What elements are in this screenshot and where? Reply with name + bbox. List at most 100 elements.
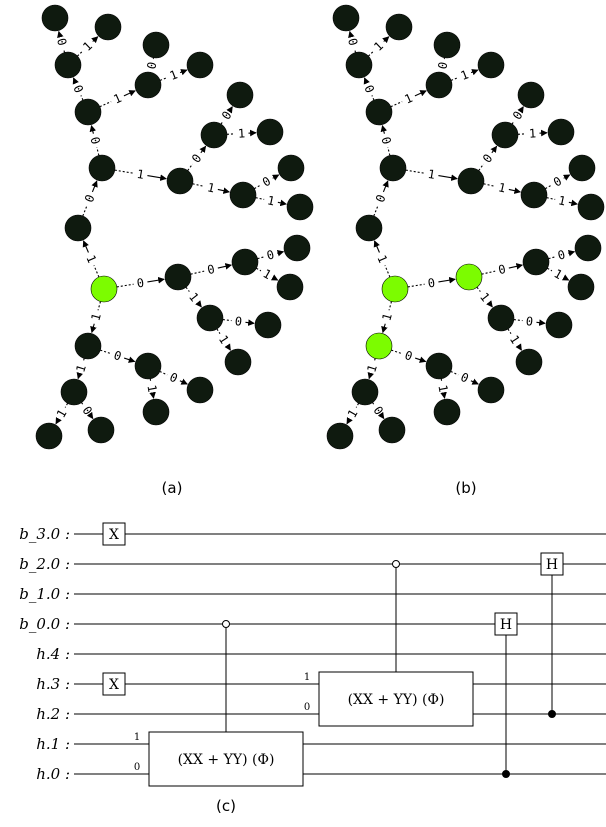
b-tree-node <box>567 273 595 301</box>
b-tree-node <box>351 378 379 406</box>
a-edge-10 <box>187 163 193 171</box>
b-edge-arrow-11 <box>517 106 524 114</box>
b-tree-node <box>577 193 605 221</box>
b-edge-label: 0 <box>556 247 567 262</box>
b-edge-18 <box>548 256 555 260</box>
b-tree-node <box>385 13 413 41</box>
a-tree-node <box>186 51 214 79</box>
b-edge-22 <box>507 328 512 334</box>
b-edge-arrow-9 <box>438 174 458 181</box>
a-tree-node <box>286 193 314 221</box>
b-edge-label: 1 <box>557 193 567 208</box>
b-edge-label: 0 <box>435 61 450 71</box>
a-tree-node <box>186 376 214 404</box>
b-tree-node <box>517 81 545 109</box>
a-edge-label: 0 <box>82 193 98 205</box>
a-edge-0 <box>93 265 100 278</box>
gate-xx-yy <box>318 671 474 727</box>
b-edge-label: 1 <box>477 290 492 304</box>
b-edge-label: 0 <box>480 151 496 165</box>
b-edge-1 <box>373 204 379 217</box>
a-edge-label: 0 <box>54 37 69 48</box>
a-edge-arrow-21 <box>245 319 255 326</box>
a-tree-node <box>88 154 116 182</box>
b-tree-node <box>457 167 485 195</box>
a-edge-label: 0 <box>260 174 273 190</box>
b-edge-arrow-28 <box>346 417 353 425</box>
a-edge-arrow-5 <box>91 36 99 44</box>
qubit-label: b_2.0 : <box>19 555 70 573</box>
b-edge-label: 0 <box>373 193 389 205</box>
b-edge-arrow-10 <box>490 145 498 154</box>
b-edge-2 <box>387 147 391 156</box>
b-edge-0 <box>384 265 391 278</box>
gate-label: H <box>500 617 512 633</box>
panel-label-b: (b) <box>455 479 476 497</box>
b-edge-label: 1 <box>364 363 379 374</box>
a-edge-arrow-0 <box>82 240 89 253</box>
a-edge-arrow-4 <box>57 30 64 39</box>
b-edge-16 <box>407 283 425 288</box>
b-edge-23 <box>388 301 393 311</box>
b-edge-21 <box>513 319 523 322</box>
b-edge-label: 1 <box>435 384 450 394</box>
a-edge-27 <box>82 358 85 362</box>
port-label: 0 <box>134 762 140 773</box>
a-edge-label: 0 <box>167 370 179 386</box>
b-edge-29 <box>372 402 375 406</box>
b-edge-arrow-23 <box>381 323 388 334</box>
a-tree-node <box>276 273 304 301</box>
qubit-label: h.2 : <box>36 705 70 723</box>
a-edge-13 <box>192 183 205 187</box>
b-edge-arrow-27 <box>367 371 374 380</box>
a-edge-1 <box>82 204 88 217</box>
gate-label: X <box>109 527 119 543</box>
b-edge-9 <box>405 169 425 174</box>
b-edge-arrow-22 <box>515 343 522 351</box>
b-tree-node <box>433 398 461 426</box>
b-edge-arrow-8 <box>470 69 479 76</box>
b-tree-node <box>332 4 360 32</box>
b-edge-arrow-14 <box>563 174 571 181</box>
gate-xx-yy <box>148 731 304 787</box>
qubit-label: h.4 : <box>36 645 70 663</box>
a-edge-label: 0 <box>219 109 235 123</box>
a-edge-25 <box>159 370 168 376</box>
gate-label: (XX + YY) (Φ) <box>348 692 445 708</box>
b-edge-3 <box>371 95 375 101</box>
qubit-label: h.3 : <box>36 675 70 693</box>
a-edge-label: 0 <box>234 314 243 329</box>
b-edge-label: 0 <box>525 314 534 329</box>
a-edge-label: 0 <box>79 404 95 418</box>
b-edge-arrow-2 <box>380 124 388 134</box>
a-tree-node <box>256 118 284 146</box>
b-tree-node <box>378 416 406 444</box>
a-edge-21 <box>222 319 232 322</box>
b-tree-node <box>326 422 354 450</box>
b-edge-19 <box>547 267 553 272</box>
b-edge-label: 1 <box>345 407 361 420</box>
b-edge-arrow-1 <box>382 180 389 193</box>
b-edge-arrow-0 <box>373 240 380 253</box>
b-tree-node <box>520 181 548 209</box>
b-edge-5 <box>368 50 374 57</box>
gate-x <box>102 522 126 546</box>
a-edge-11 <box>220 120 224 125</box>
b-tree-node <box>345 51 373 79</box>
a-edge-label: 1 <box>73 363 88 374</box>
b-edge-label: 1 <box>402 91 414 107</box>
control-dot-filled <box>548 710 556 718</box>
b-edge-label: 0 <box>458 370 470 386</box>
b-edge-6 <box>390 101 403 108</box>
a-edge-label: 0 <box>189 151 205 165</box>
a-tree-node <box>94 13 122 41</box>
b-tree-node <box>491 121 519 149</box>
b-tree-node <box>574 234 602 262</box>
a-edge-label: 1 <box>144 384 159 394</box>
a-edge-arrow-9 <box>147 174 167 181</box>
a-tree-node <box>166 167 194 195</box>
a-edge-label: 1 <box>216 333 232 347</box>
b-edge-arrow-25 <box>470 378 479 385</box>
b-edge-10 <box>478 163 484 171</box>
